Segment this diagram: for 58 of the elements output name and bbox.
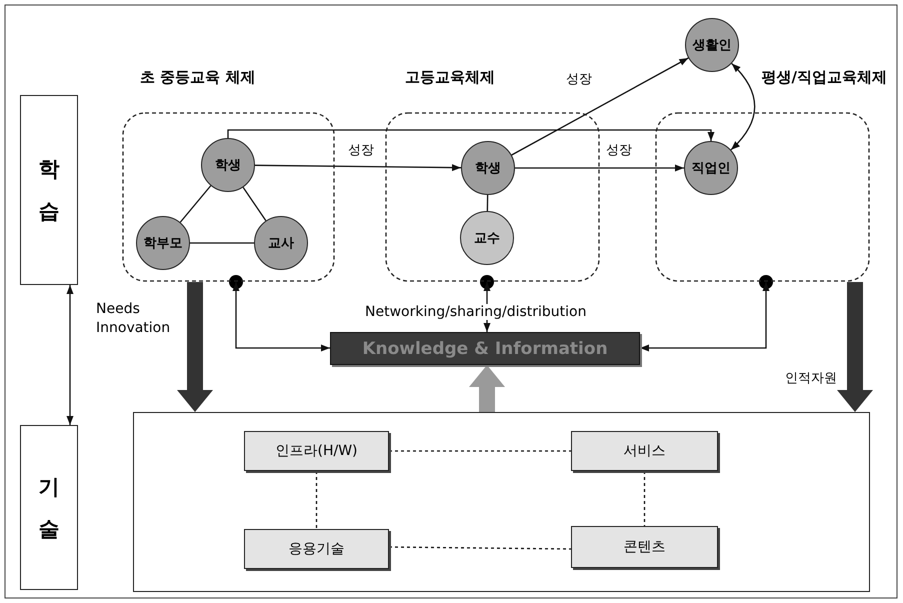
technology-panel (133, 412, 870, 592)
node-text: 학부모 (144, 235, 182, 252)
node-text: 인프라(H/W) (275, 442, 358, 460)
node-text: 교수 (474, 230, 500, 247)
node-text: 서비스 (624, 442, 666, 460)
arrow (730, 63, 756, 150)
edge-label: 성장 (346, 141, 376, 159)
role-circle (201, 138, 255, 192)
dotted-line (389, 546, 571, 550)
connector-line (180, 185, 212, 223)
arrow (227, 129, 714, 141)
role-circle (685, 18, 739, 72)
edge-label: 성장 (604, 141, 634, 159)
connector-line (190, 242, 254, 244)
label-box (20, 425, 78, 590)
group-heading: 고등교육체제 (405, 68, 495, 87)
node-text: 교사 (268, 235, 294, 252)
group-box (122, 68, 335, 282)
label-box (20, 95, 78, 285)
dotted-line (316, 471, 318, 529)
connector-line (486, 194, 488, 212)
dotted-line (389, 450, 571, 452)
technology-box (571, 431, 718, 471)
block-arrow (177, 282, 213, 412)
technology-box (571, 526, 718, 568)
arrow (640, 282, 770, 352)
role-circle (254, 216, 308, 270)
block-arrow (469, 365, 505, 412)
role-circle (460, 211, 514, 265)
role-circle (684, 141, 738, 195)
role-circle (136, 216, 190, 270)
technology-box (244, 431, 389, 471)
edge-label: 성장 (564, 70, 594, 88)
node-text: 직업인 (692, 160, 730, 177)
connector-line (242, 186, 266, 222)
knowledge-bar (330, 332, 640, 365)
node-text: 응용기술 (288, 540, 344, 558)
node-text: 콘텐츠 (624, 538, 666, 556)
arrow (66, 285, 74, 425)
arrow (515, 164, 684, 172)
group-heading: 평생/직업교육체제 (762, 68, 887, 87)
node-text: 기술 (38, 474, 60, 542)
group-box (385, 68, 600, 282)
arrow (232, 282, 330, 352)
node-text: 생활인 (692, 37, 732, 54)
node-text: Knowledge & Information (362, 338, 608, 358)
arrow (511, 57, 689, 156)
node-text: 학생 (475, 160, 501, 177)
node-text: 학습 (38, 156, 60, 225)
group-box (655, 68, 887, 282)
technology-box (244, 529, 389, 569)
group-heading: 초 중등교육 체제 (140, 68, 256, 87)
edge-label: Networking/sharing/distribution (363, 304, 588, 320)
node-text: 학생 (215, 157, 241, 174)
role-circle (461, 141, 515, 195)
arrow (255, 164, 461, 172)
block-arrow (837, 282, 873, 412)
dotted-line (644, 471, 646, 526)
